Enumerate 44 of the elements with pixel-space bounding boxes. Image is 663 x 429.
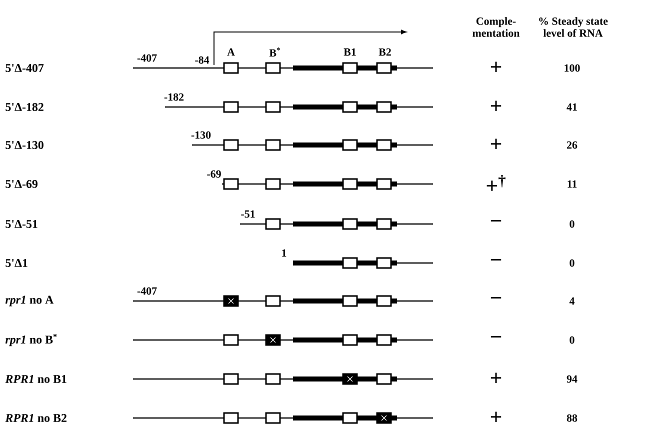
complementation-sign: + [490,138,502,150]
rna-level: 4 [569,297,575,305]
rna-level: 0 [570,336,574,344]
construct-label: 5'Δ-69 [6,180,38,188]
rna-level: 11 [568,180,577,188]
element-label: B$^{*}$ [269,47,280,57]
construct-label: 5'Δ-51 [6,220,38,228]
element-label: B2 [378,48,391,56]
position-number: -84 [195,56,210,64]
construct-label: 5'Δ-130 [6,140,44,150]
position-number: -130 [191,131,211,139]
construct-label: rpr1 no A [5,296,54,306]
complementation-sign: − [490,336,502,338]
rna-level: 0 [570,220,574,228]
construct-label: RPR1 no B1 [5,375,66,383]
rna-level: 41 [566,103,577,111]
rna-level: 100 [564,64,580,72]
complementation-sign: − [490,220,502,222]
construct-label: 5'Δ-407 [6,64,44,72]
construct-label: rpr1 no B$^{*}$ [5,334,57,346]
complementation-sign: − [490,259,502,260]
rna-level: 26 [566,141,578,149]
construct-label: 5'Δ1 [6,259,28,267]
position-number: -51 [241,210,255,218]
complementation-sign: − [490,297,502,298]
position-number: 1 [282,249,286,257]
element-label: B1 [344,48,356,56]
rna-level: 88 [566,414,578,422]
element-label: A [227,48,235,56]
rna-level: 94 [566,375,578,383]
rna-level: 0 [570,259,574,267]
complementation-sign: +$^{†}$ [486,174,506,191]
position-number: -407 [137,287,157,295]
complementation-sign: + [490,62,502,72]
complementation-sign: + [490,412,502,422]
construct-label: RPR1 no B2 [5,414,66,422]
position-number: -182 [164,93,184,101]
complementation-sign: + [490,100,502,112]
complementation-sign: + [490,372,502,384]
position-number: -407 [137,54,157,62]
column-header: Comple-mentation [472,17,520,37]
column-header: % Steady state level of RNA [539,17,608,37]
construct-label: 5'Δ-182 [6,102,44,112]
position-number: -69 [207,170,221,178]
